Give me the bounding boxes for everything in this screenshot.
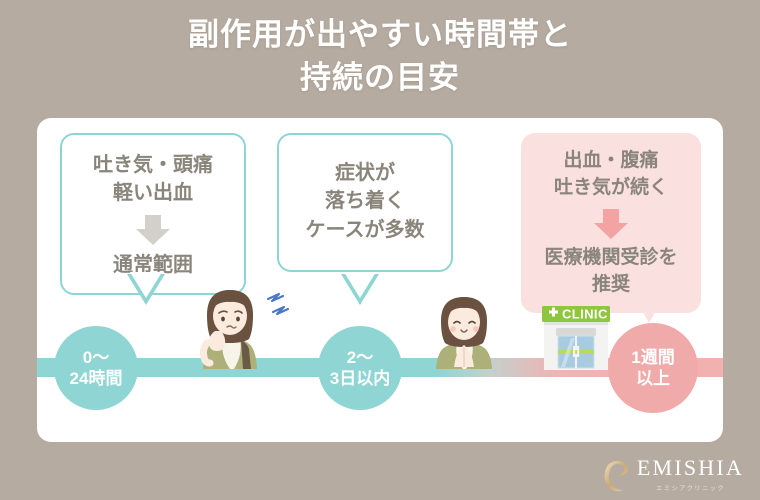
pain-marks-icon xyxy=(265,290,295,320)
callout-settling-line-2: 落ち着く xyxy=(325,190,405,213)
brand-name: EMISHIA xyxy=(636,455,744,480)
page-title-line-1: 副作用が出やすい時間帯と xyxy=(188,17,572,52)
down-arrow-pink-icon xyxy=(594,208,628,239)
brand-logo: EMISHIA エミシアクリニック xyxy=(603,457,744,492)
woman-relieved-illustration xyxy=(425,293,503,369)
svg-text:CLINIC: CLINIC xyxy=(562,307,608,322)
callout-settling-line-1: 症状が xyxy=(335,162,395,184)
timeline-marker-2-3d-line-1: 2〜 xyxy=(346,347,374,367)
brand-logo-text: EMISHIA エミシアクリニック xyxy=(636,455,744,493)
callout-warning-conclusion-line-1: 医療機関受診を xyxy=(544,246,678,268)
callout-early-phase: 吐き気・頭痛 軽い出血 通常範囲 xyxy=(60,133,246,305)
callout-early-tail-fill xyxy=(130,272,162,298)
callout-warning-symptom-line-1: 出血・腹痛 xyxy=(563,150,659,171)
callout-warning-symptom-line-2: 吐き気が続く xyxy=(553,176,668,198)
timeline-marker-1week-line-1: 1週間 xyxy=(631,347,675,367)
callout-warning-conclusion-line-2: 推奨 xyxy=(591,273,630,295)
callout-settling-phase: 症状が 落ち着く ケースが多数 xyxy=(277,133,453,305)
emishia-e-mark-icon xyxy=(603,458,633,492)
timeline-marker-1week[interactable]: 1週間 以上 xyxy=(608,323,698,413)
page-title: 副作用が出やすい時間帯と 持続の目安 xyxy=(0,14,760,100)
callout-warning-phase: 出血・腹痛 吐き気が続く 医療機関受診を 推奨 xyxy=(521,133,701,323)
timeline-marker-0-24h-line-1: 0〜 xyxy=(82,347,110,367)
down-arrow-gray-icon xyxy=(136,214,170,245)
callout-settling-tail-fill xyxy=(344,272,376,298)
callout-settling-line-3: ケースが多数 xyxy=(305,218,425,241)
page-title-line-2: 持続の目安 xyxy=(300,59,460,95)
clinic-building-illustration: CLINIC xyxy=(530,300,622,372)
timeline-marker-0-24h-line-2: 24時間 xyxy=(69,369,123,388)
timeline-marker-2-3d[interactable]: 2〜 3日以内 xyxy=(318,326,402,410)
brand-subtitle: エミシアクリニック xyxy=(655,485,725,492)
callout-early-symptom-line-2: 軽い出血 xyxy=(113,182,193,205)
timeline-marker-2-3d-line-2: 3日以内 xyxy=(329,369,391,388)
callout-early-conclusion: 通常範囲 xyxy=(113,253,193,276)
woman-with-headache-illustration xyxy=(189,285,271,369)
callout-early-symptom-line-1: 吐き気・頭痛 xyxy=(93,154,213,176)
timeline-marker-0-24h[interactable]: 0〜 24時間 xyxy=(54,326,138,410)
infographic-card: 吐き気・頭痛 軽い出血 通常範囲 症状が 落ち着く ケースが多数 出血・腹痛 吐… xyxy=(37,118,723,442)
callout-warning-tail xyxy=(632,293,666,323)
timeline-marker-1week-line-2: 以上 xyxy=(636,369,670,388)
